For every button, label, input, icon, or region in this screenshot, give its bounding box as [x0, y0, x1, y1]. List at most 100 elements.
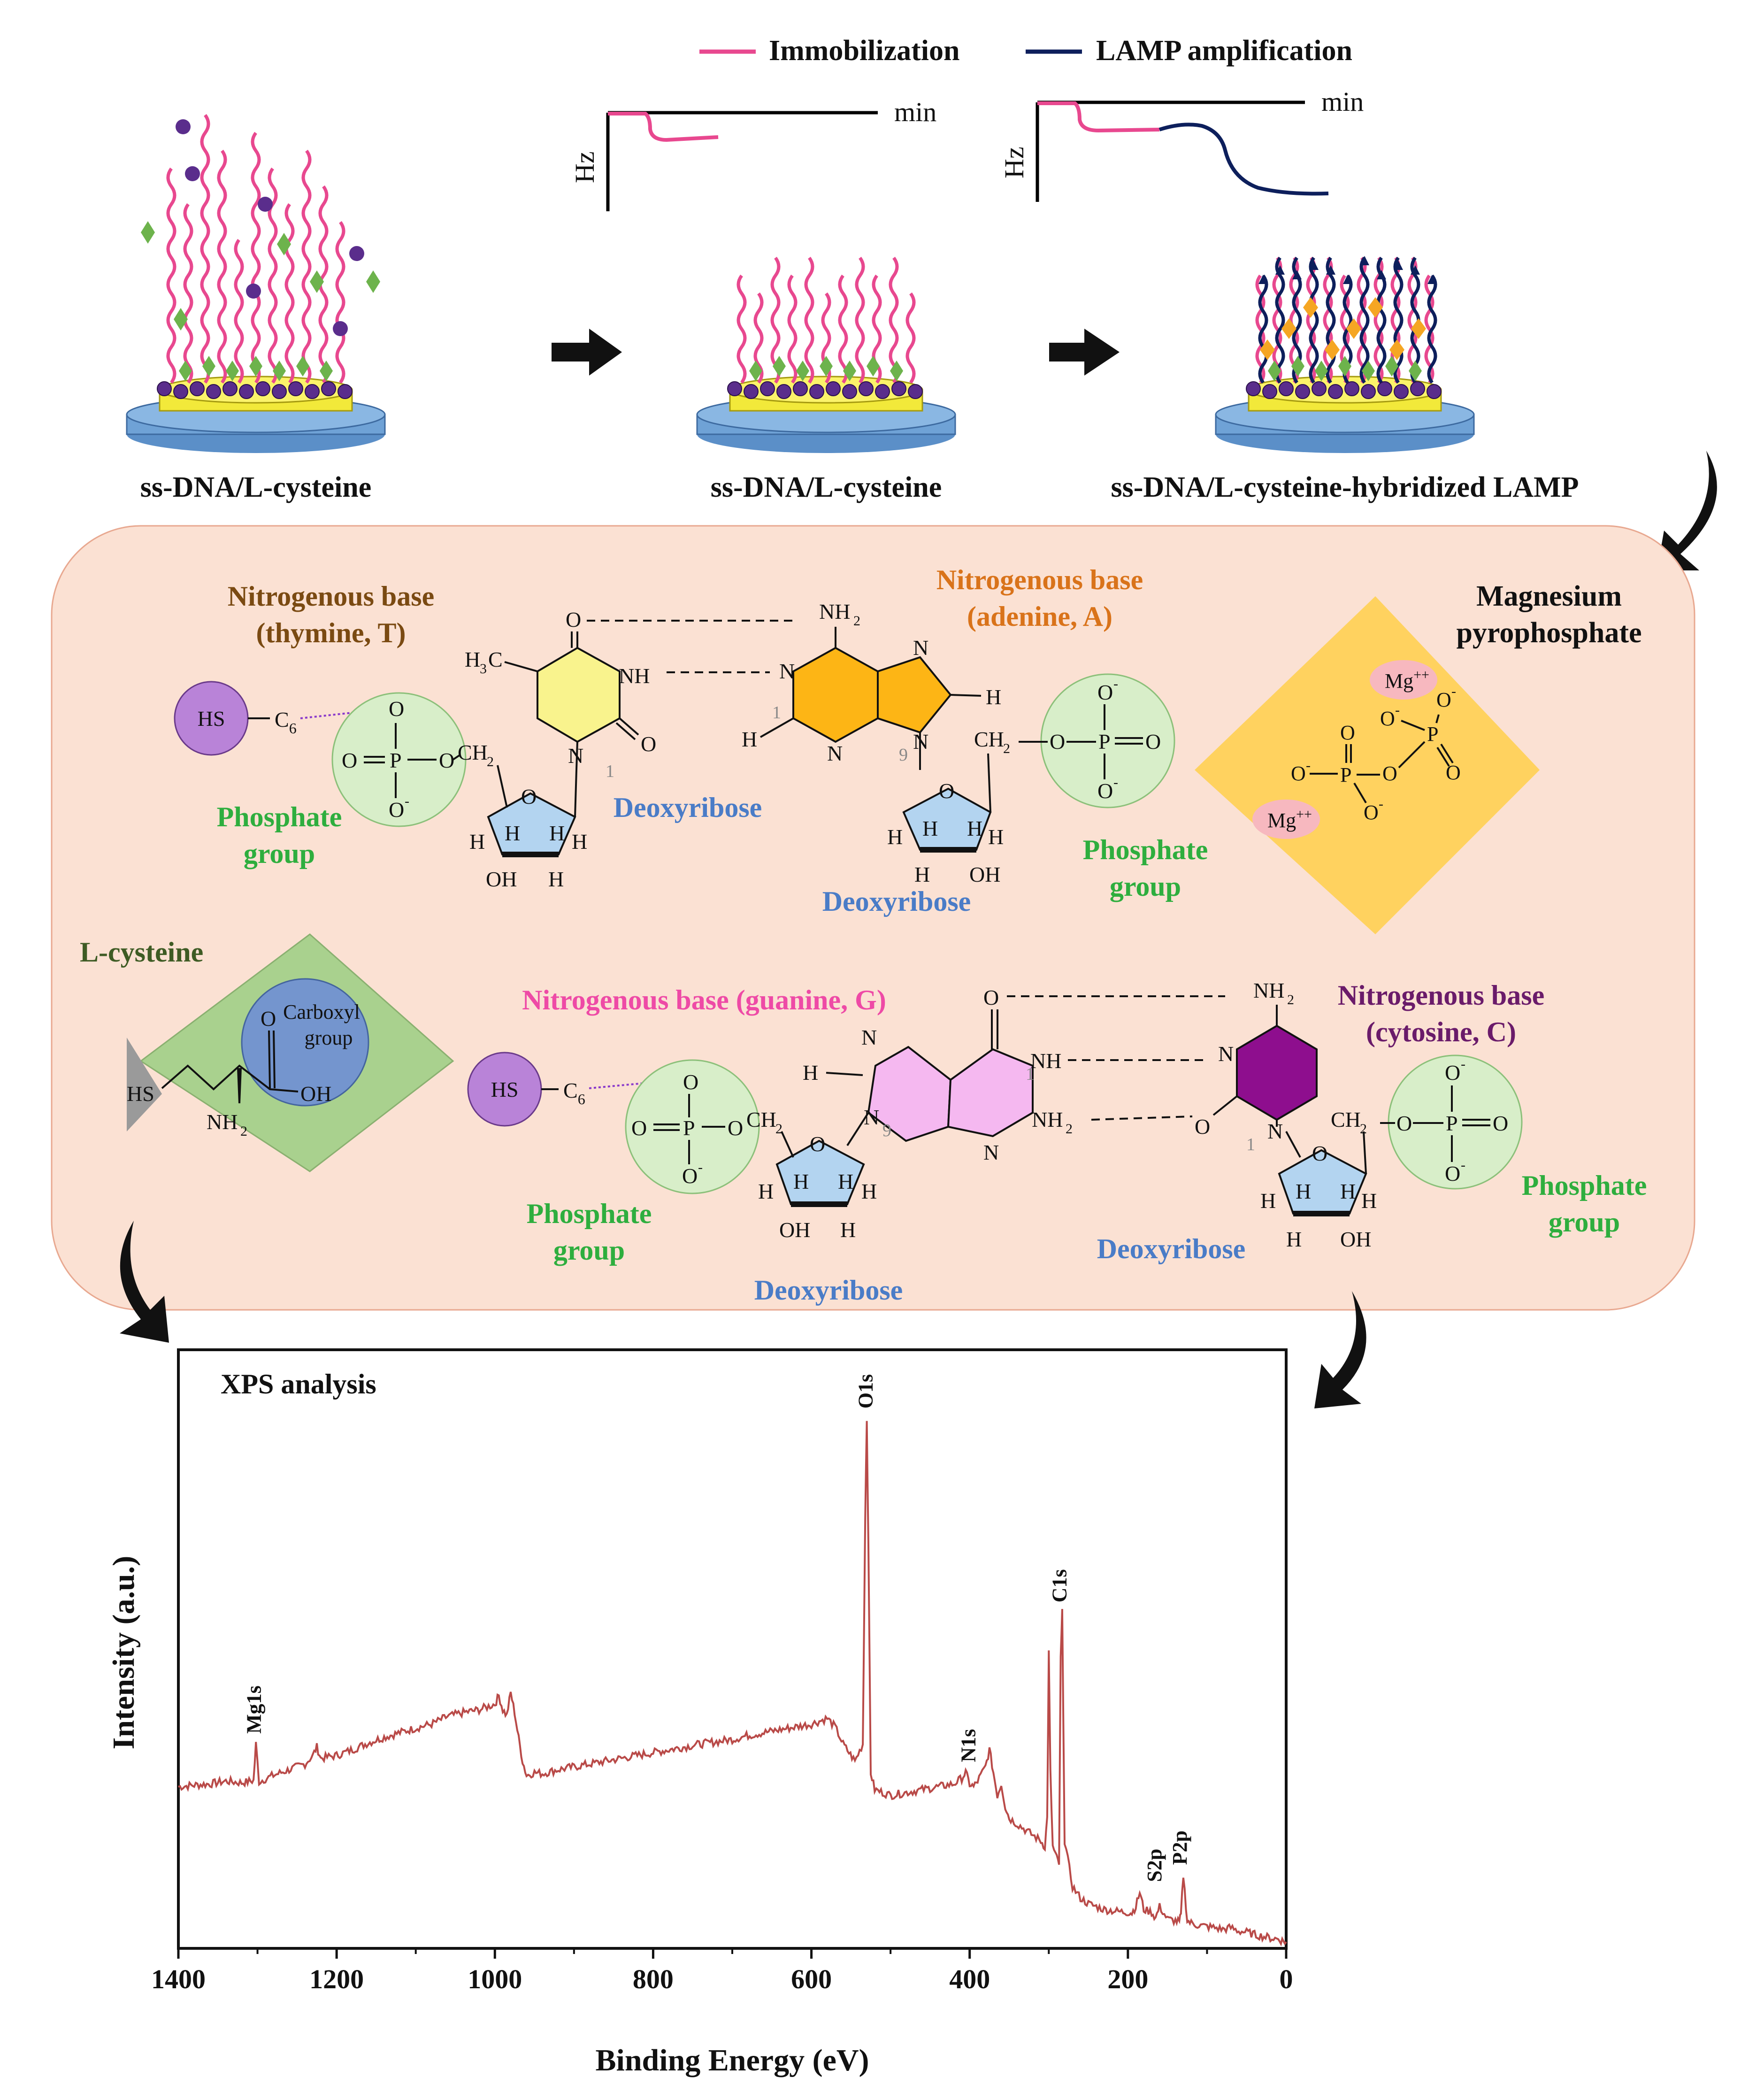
svg-text:O: O [683, 1070, 698, 1094]
svg-text:O: O [939, 779, 954, 803]
ssdna-strand [1323, 256, 1333, 384]
l-cysteine-molecule [1295, 384, 1310, 399]
svg-text:CH: CH [458, 740, 488, 764]
l-cysteine-molecule [1279, 381, 1294, 396]
l-cysteine-molecule [1312, 381, 1327, 396]
magnesium-title-2: pyrophosphate [1456, 617, 1642, 649]
svg-text:NH: NH [819, 600, 850, 623]
mg-complex [773, 356, 786, 377]
l-cysteine-molecule [157, 381, 172, 396]
legend: Immobilization LAMP amplification [699, 35, 1352, 67]
svg-text:H: H [838, 1169, 853, 1193]
svg-text:O: O [728, 1116, 743, 1140]
phosphate-label-1b: group [244, 838, 315, 869]
svg-text:-: - [1461, 1157, 1465, 1173]
ssdna-strand [1407, 256, 1418, 384]
ssdna-strand [200, 114, 210, 384]
electrode-stage-1 [126, 114, 386, 453]
svg-text:N: N [1267, 1119, 1283, 1143]
svg-text:-: - [1306, 758, 1311, 773]
mg-complex [749, 361, 762, 381]
mg-complex [1338, 356, 1351, 377]
mg-complex [890, 361, 903, 381]
free-l-cysteine [349, 246, 364, 261]
ssdna-strand [855, 256, 865, 384]
phosphate-label-4b: group [1549, 1207, 1620, 1238]
l-cysteine-molecule [891, 381, 906, 396]
mg-atom-2: Mg [1267, 809, 1296, 832]
svg-text:2: 2 [775, 1121, 782, 1137]
svg-text:O: O [1097, 680, 1113, 704]
xps-chart: XPS analysis Binding Energy (eV) Intensi… [107, 1348, 1293, 2077]
l-cysteine-molecule [908, 384, 923, 399]
curved-arrow-top-right [1657, 451, 1717, 570]
svg-text:N: N [1218, 1042, 1234, 1066]
svg-text:H: H [548, 867, 564, 891]
ssdna-strand [217, 149, 227, 384]
svg-text:-: - [405, 793, 409, 809]
cytosine-title-2: (cytosine, C) [1366, 1016, 1516, 1047]
svg-text:H: H [988, 825, 1004, 849]
peak-label-o1s: O1s [854, 1374, 877, 1408]
xps-plot-frame [177, 1348, 1288, 1950]
x-tick-label: 1200 [309, 1964, 364, 1994]
mg-complex [1315, 361, 1328, 381]
svg-text:H: H [840, 1218, 856, 1242]
svg-text:2: 2 [1066, 1121, 1073, 1137]
carboxyl-label-2: group [305, 1026, 353, 1049]
svg-text:1: 1 [772, 703, 781, 723]
mg-atom-1: Mg [1385, 669, 1413, 692]
l-cysteine-molecule [875, 384, 890, 399]
l-cysteine-molecule [1410, 381, 1425, 396]
svg-text:O: O [1340, 721, 1355, 744]
phosphate-label-3a: Phosphate [527, 1198, 652, 1229]
svg-text:9: 9 [899, 745, 908, 765]
magnesium-pyrophosphate-group: Mg++ Mg++ O P O- O- O P O- O- O Magnesiu… [1195, 580, 1642, 934]
l-cysteine-molecule [338, 384, 353, 399]
magnesium-pyrophosphate-particle [1346, 318, 1361, 339]
svg-text:3: 3 [480, 661, 487, 677]
phosphate-group-circle [331, 692, 467, 827]
l-cysteine-molecule [793, 381, 808, 396]
l-cysteine-molecule [826, 381, 841, 396]
svg-text:O: O [631, 1116, 647, 1140]
ssdna-strand [1424, 274, 1434, 384]
svg-text:P: P [1446, 1111, 1458, 1135]
lamp-strand [1427, 274, 1437, 384]
svg-text:CH: CH [1331, 1108, 1361, 1131]
ssdna-strand [335, 221, 345, 384]
svg-text:N: N [861, 1025, 877, 1049]
svg-text:O: O [1445, 1162, 1460, 1185]
lamp-strand [1393, 256, 1404, 384]
mg-complex [1268, 361, 1281, 381]
guanine-cytosine-pair: Nitrogenous base (guanine, G) Nitrogenou… [467, 978, 1647, 1306]
mg-complex [796, 361, 809, 381]
electrode-stage-2 [696, 256, 956, 453]
svg-text:O: O [1396, 1111, 1412, 1135]
svg-text:N: N [983, 1140, 999, 1164]
svg-text:2: 2 [240, 1123, 247, 1139]
svg-text:1: 1 [1026, 1064, 1035, 1084]
mg-complex [202, 356, 215, 377]
graph1-y-unit: Hz [569, 151, 600, 183]
svg-text:P: P [390, 748, 402, 772]
svg-text:H: H [922, 816, 938, 840]
magnesium-pyrophosphate-particle [1303, 297, 1318, 318]
peak-label-s2p: S2p [1143, 1849, 1166, 1882]
svg-text:2: 2 [1003, 741, 1010, 756]
svg-text:H: H [887, 825, 903, 849]
svg-text:C6: C6 [563, 1078, 585, 1108]
svg-text:CH: CH [974, 727, 1004, 751]
l-cysteine-molecule [272, 384, 287, 399]
svg-text:P: P [1098, 730, 1111, 754]
svg-text:O: O [261, 1007, 276, 1031]
ssdna-strand [905, 292, 916, 384]
l-cysteine-molecule [1246, 381, 1261, 396]
adenine-title-1: Nitrogenous base [936, 564, 1143, 595]
deoxyribose-label-1: Deoxyribose [614, 792, 762, 823]
svg-text:H: H [465, 647, 480, 671]
phosphate-label-4a: Phosphate [1522, 1170, 1647, 1201]
l-cysteine-molecule [1427, 384, 1442, 399]
